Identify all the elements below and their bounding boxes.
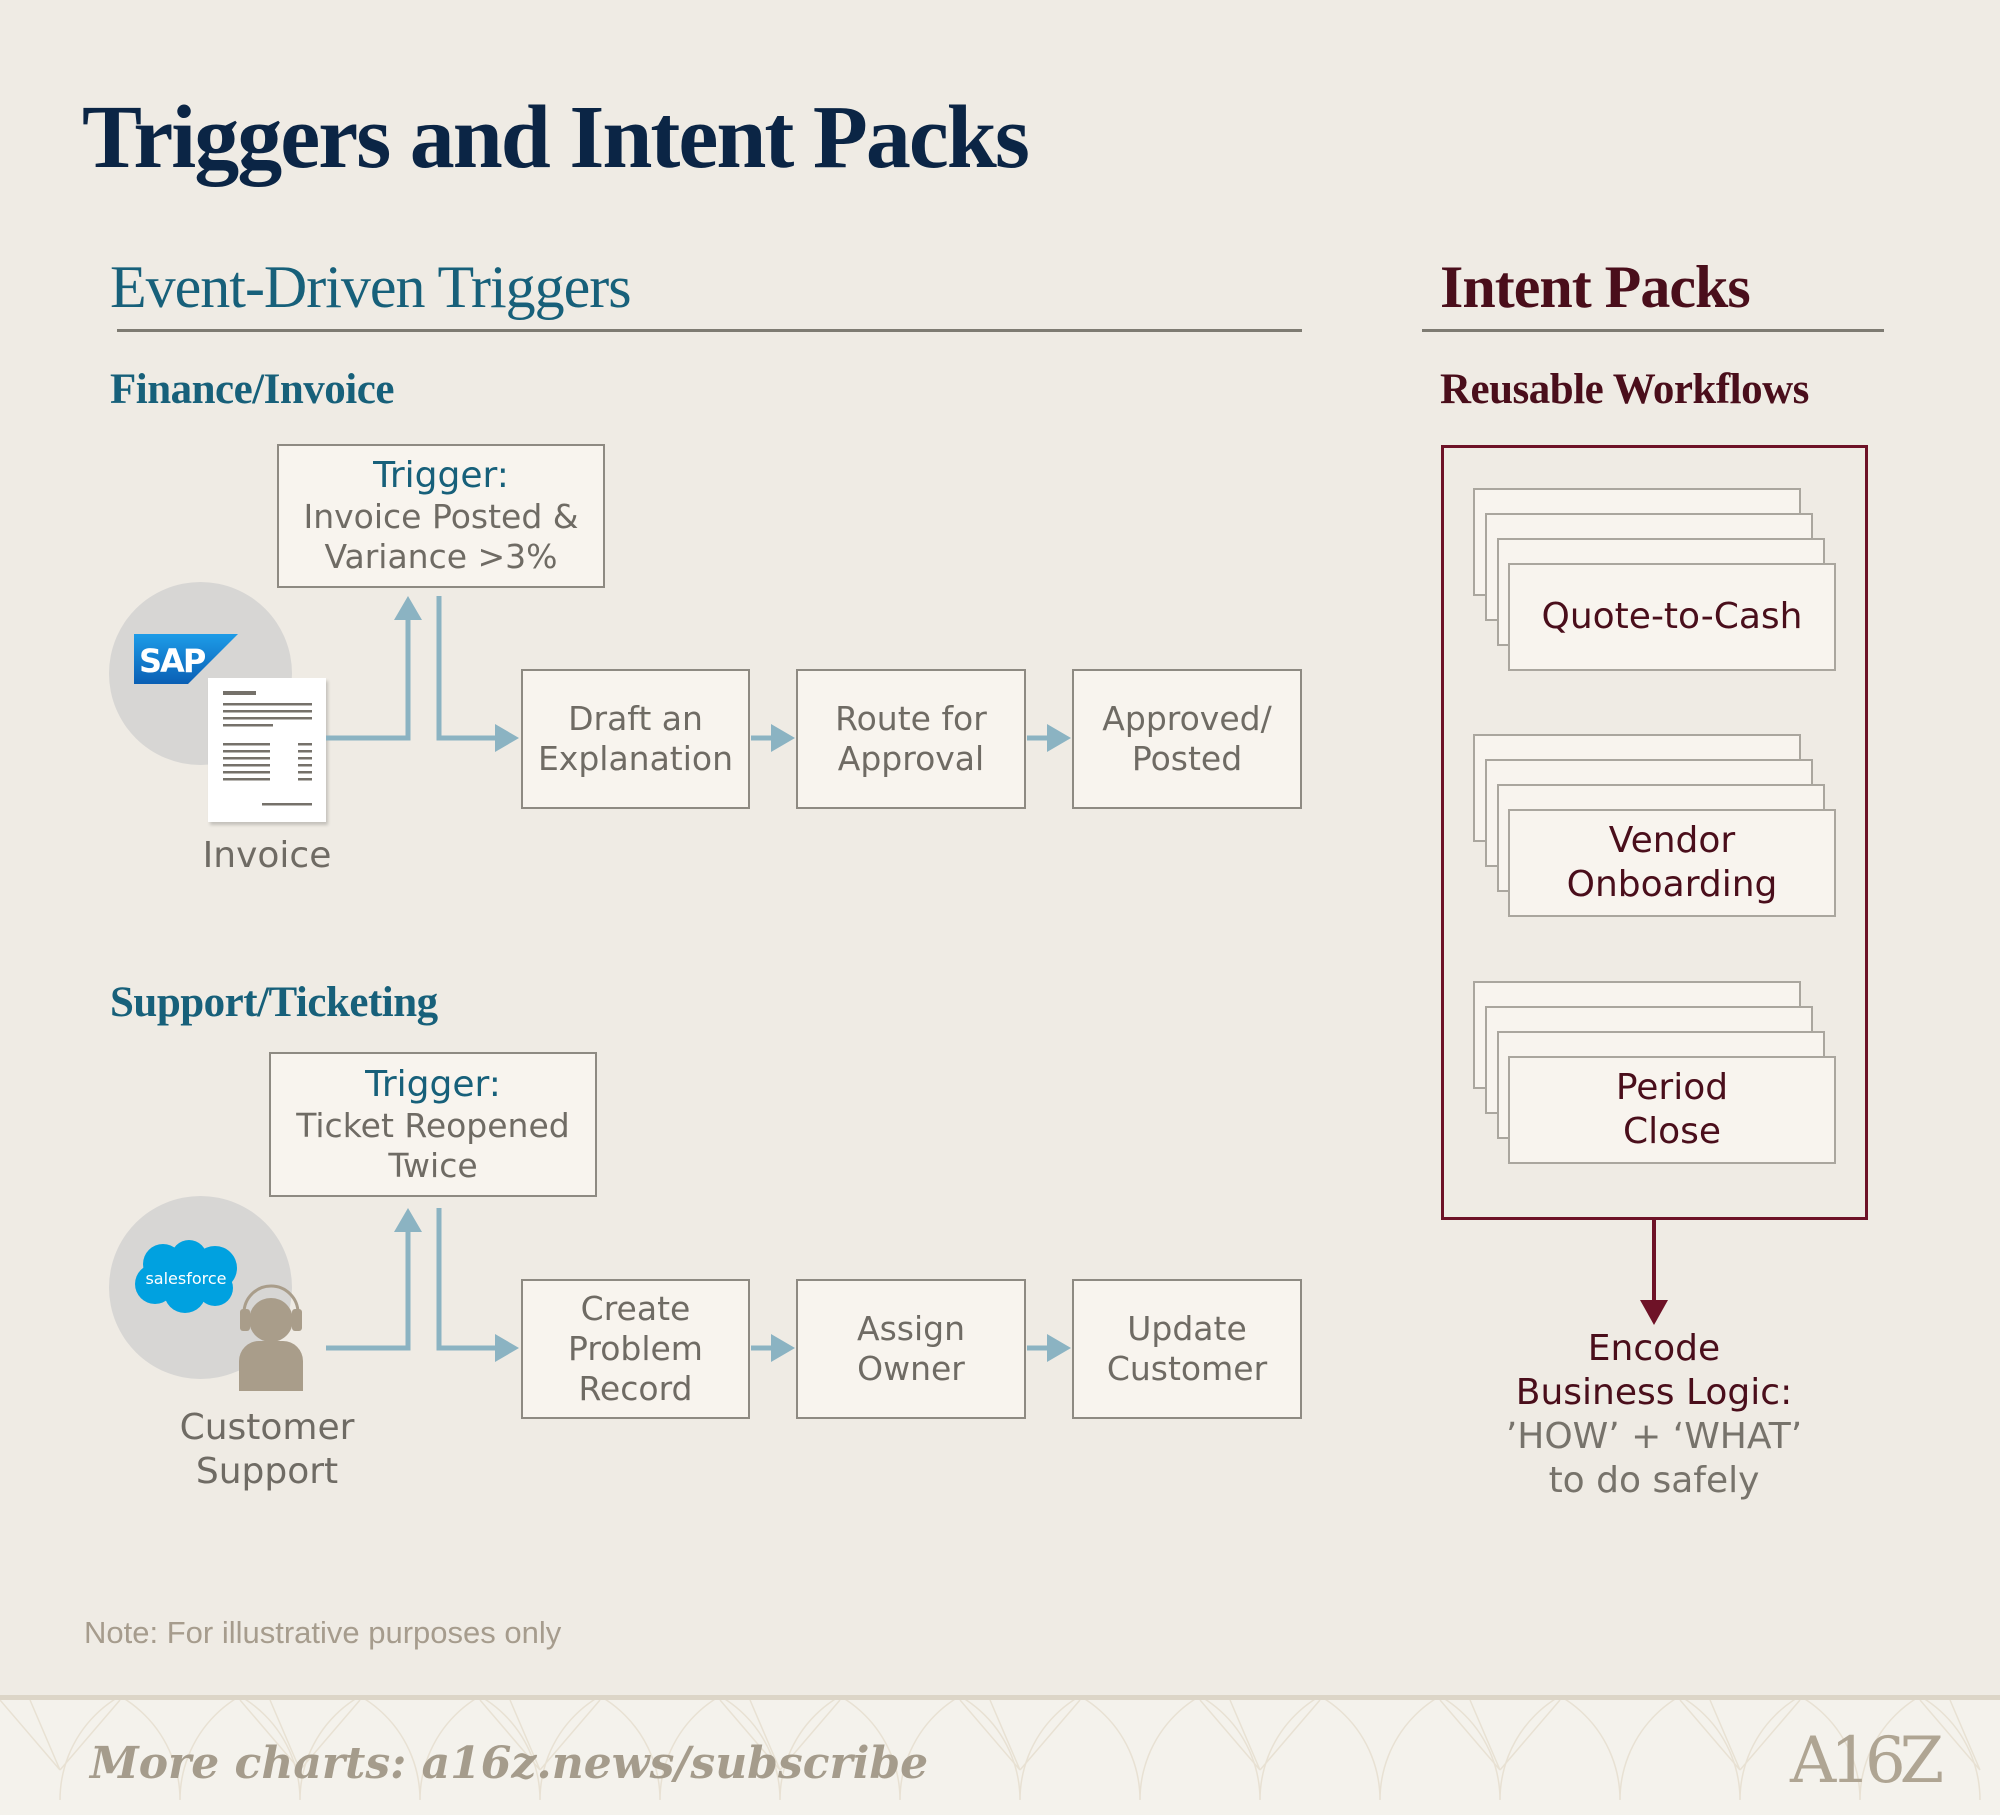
step-text-line: Problem (568, 1329, 703, 1368)
footer-band (0, 1695, 2000, 1815)
support-trigger-box: Trigger: Ticket Reopened Twice (269, 1052, 597, 1197)
intent-packs-heading: Intent Packs (1440, 254, 1751, 320)
trigger-to-step-connector (436, 596, 497, 741)
source-to-trigger-connector (326, 1230, 411, 1351)
workflow-step-box: Assign Owner (796, 1279, 1026, 1419)
intent-pack-label: Onboarding (1566, 864, 1778, 905)
trigger-label: Trigger: (365, 1063, 501, 1105)
step-text-line: Approval (837, 739, 985, 778)
intent-section-divider (1422, 329, 1884, 332)
arrow-down-icon (1640, 1300, 1668, 1325)
outcome-line: to do safely (1548, 1460, 1760, 1501)
invoice-document-icon (208, 678, 326, 822)
footer-pattern (0, 1700, 1981, 1801)
finance-invoice-heading: Finance/Invoice (110, 366, 394, 413)
step-text-line: Owner (857, 1349, 965, 1388)
intent-pack-card: Quote-to-Cash (1508, 563, 1836, 671)
workflow-step-box: Draft an Explanation (521, 669, 750, 809)
arrow-right-icon (495, 1334, 519, 1362)
source-label-line: Support (195, 1451, 339, 1492)
intent-pack-label: Period (1615, 1067, 1729, 1108)
step-text-line: Record (578, 1369, 693, 1408)
intent-pack-stack: Period Close (1473, 981, 1837, 1165)
arrow-right-icon (495, 724, 519, 752)
intent-pack-stack: Vendor Onboarding (1473, 734, 1837, 918)
arrow-right-icon (1047, 1334, 1071, 1362)
workflow-step-box: Route for Approval (796, 669, 1026, 809)
reusable-workflows-heading: Reusable Workflows (1440, 366, 1809, 413)
sap-logo-icon: SAP (134, 634, 238, 689)
trigger-text-line: Ticket Reopened (296, 1105, 570, 1145)
page-title: Triggers and Intent Packs (82, 88, 1030, 187)
step-text-line: Assign (857, 1309, 965, 1348)
intent-pack-label: Quote-to-Cash (1541, 596, 1803, 637)
step-text-line: Route for (835, 699, 987, 738)
source-to-trigger-connector (326, 618, 411, 741)
invoice-label: Invoice (202, 835, 332, 876)
finance-trigger-box: Trigger: Invoice Posted & Variance >3% (277, 444, 605, 588)
intent-pack-card: Period Close (1508, 1056, 1836, 1164)
arrow-right-icon (771, 724, 795, 752)
intent-pack-card: Vendor Onboarding (1508, 809, 1836, 917)
sap-logo-text: SAP (139, 642, 206, 680)
source-label-line: Customer (179, 1407, 355, 1448)
step-text-line: Update (1127, 1309, 1247, 1348)
trigger-text-line: Variance >3% (324, 537, 558, 576)
step-text-line: Draft an (568, 699, 703, 738)
step-text-line: Approved/ (1102, 699, 1272, 738)
arrow-right-icon (1047, 724, 1071, 752)
salesforce-logo-text: salesforce (145, 1269, 226, 1288)
trigger-text-line: Invoice Posted & (303, 497, 579, 536)
outcome-line: ’HOW’ + ‘WHAT’ (1505, 1416, 1803, 1457)
arrow-right-icon (771, 1334, 795, 1362)
outcome-line: Encode (1587, 1328, 1721, 1369)
footnote: Note: For illustrative purposes only (84, 1615, 562, 1650)
intent-pack-label: Vendor (1608, 820, 1736, 861)
trigger-text-line: Twice (388, 1145, 478, 1185)
a16z-logo-text: A16Z (1789, 1724, 1942, 1798)
a16z-logo-icon: A16Z (1789, 1722, 1948, 1798)
outcome-line: Business Logic: (1515, 1372, 1793, 1413)
workflow-step-box: Update Customer (1072, 1279, 1302, 1419)
arrow-up-icon (394, 1208, 422, 1232)
customer-support-label: Customer Support (137, 1406, 397, 1494)
trigger-label: Trigger: (373, 455, 509, 496)
workflow-step-box: Approved/ Posted (1072, 669, 1302, 809)
intent-packs-container (1441, 445, 1868, 1220)
subscribe-link[interactable]: More charts: a16z.news/subscribe (90, 1738, 929, 1789)
step-text-line: Explanation (537, 739, 734, 778)
intent-pack-stack: Quote-to-Cash (1473, 488, 1837, 672)
salesforce-logo-icon: salesforce (133, 1240, 239, 1319)
step-text-line: Posted (1131, 739, 1243, 778)
support-ticketing-heading: Support/Ticketing (110, 979, 438, 1026)
event-driven-triggers-heading: Event-Driven Triggers (110, 254, 632, 320)
trigger-to-step-connector (436, 1208, 497, 1351)
workflow-step-box: Create Problem Record (521, 1279, 750, 1419)
intent-pack-label: Close (1622, 1111, 1722, 1152)
outcome-text: Encode Business Logic: ’HOW’ + ‘WHAT’ to… (1454, 1327, 1854, 1503)
step-text-line: Create (580, 1289, 691, 1328)
arrow-up-icon (394, 596, 422, 620)
step-text-line: Customer (1106, 1349, 1268, 1388)
support-agent-icon (236, 1275, 306, 1396)
event-section-divider (117, 329, 1302, 332)
